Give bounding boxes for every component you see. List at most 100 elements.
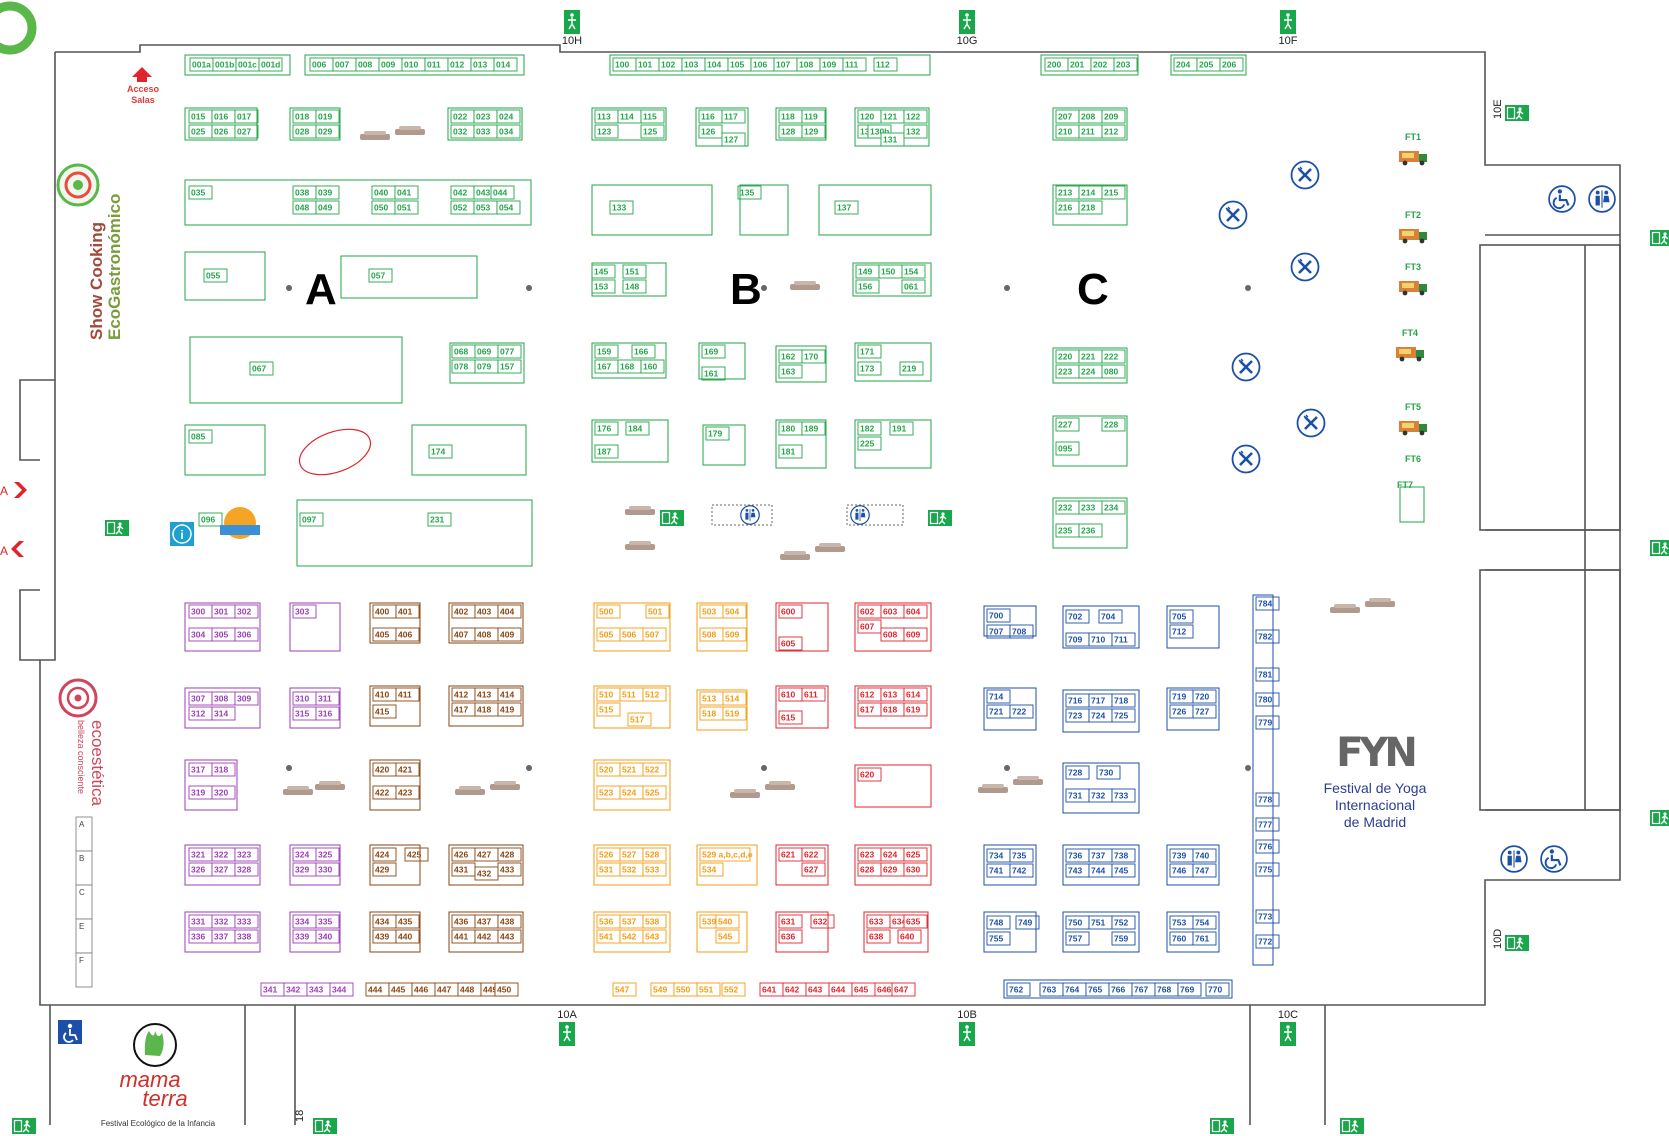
stand-402[interactable]: 402 — [451, 604, 476, 619]
stand-123[interactable]: 123 — [594, 124, 619, 139]
stand-061[interactable]: 061 — [901, 279, 926, 294]
stand-116[interactable]: 116 — [698, 109, 723, 124]
stand-337[interactable]: 337 — [211, 929, 236, 944]
stand-737[interactable]: 737 — [1088, 848, 1113, 863]
stand-436[interactable]: 436 — [451, 914, 476, 929]
stand-610[interactable]: 610 — [778, 687, 803, 702]
stand-001c[interactable]: 001c — [235, 57, 260, 72]
stand-232[interactable]: 232 — [1055, 500, 1080, 515]
stand-542[interactable]: 542 — [619, 929, 644, 944]
stand-342[interactable]: 342 — [283, 982, 308, 997]
stand-537[interactable]: 537 — [619, 914, 644, 929]
stand-105[interactable]: 105 — [727, 57, 752, 72]
stand-227[interactable]: 227 — [1055, 417, 1080, 432]
stand-210[interactable]: 210 — [1055, 124, 1080, 139]
stand-434[interactable]: 434 — [372, 914, 397, 929]
stand-100[interactable]: 100 — [612, 57, 637, 72]
stand-308[interactable]: 308 — [211, 691, 236, 706]
stand-549[interactable]: 549 — [650, 982, 675, 997]
stand-179[interactable]: 179 — [705, 426, 730, 441]
stand-121[interactable]: 121 — [880, 109, 905, 124]
side-booth-b[interactable]: B — [75, 850, 93, 886]
stand-728[interactable]: 728 — [1065, 765, 1090, 780]
stand-777[interactable]: 777 — [1255, 817, 1280, 832]
stand-411[interactable]: 411 — [395, 687, 420, 702]
stand-214[interactable]: 214 — [1078, 185, 1103, 200]
stand-551[interactable]: 551 — [696, 982, 721, 997]
stand-320[interactable]: 320 — [211, 785, 236, 800]
stand-326[interactable]: 326 — [188, 862, 213, 877]
stand-182[interactable]: 182 — [857, 421, 882, 436]
stand-702[interactable]: 702 — [1065, 609, 1090, 624]
stand-427[interactable]: 427 — [474, 847, 499, 862]
side-booth-e[interactable]: E — [75, 918, 93, 954]
stand-080[interactable]: 080 — [1101, 364, 1126, 379]
stand-322[interactable]: 322 — [211, 847, 236, 862]
stand-716[interactable]: 716 — [1065, 693, 1090, 708]
stand-107[interactable]: 107 — [773, 57, 798, 72]
side-booth-a[interactable]: A — [75, 816, 93, 852]
stand-039[interactable]: 039 — [315, 185, 340, 200]
stand-103[interactable]: 103 — [681, 57, 706, 72]
stand-708[interactable]: 708 — [1009, 624, 1034, 639]
stand-209[interactable]: 209 — [1101, 109, 1126, 124]
stand-625[interactable]: 625 — [903, 847, 928, 862]
stand-302[interactable]: 302 — [234, 604, 259, 619]
stand-736[interactable]: 736 — [1065, 848, 1090, 863]
stand-709[interactable]: 709 — [1065, 632, 1090, 647]
stand-028[interactable]: 028 — [292, 124, 317, 139]
stand-329[interactable]: 329 — [292, 862, 317, 877]
stand-750[interactable]: 750 — [1065, 915, 1090, 930]
stand-126[interactable]: 126 — [698, 124, 723, 139]
stand-163[interactable]: 163 — [778, 364, 803, 379]
stand-518[interactable]: 518 — [699, 706, 724, 721]
stand-428[interactable]: 428 — [497, 847, 522, 862]
stand-734[interactable]: 734 — [986, 848, 1011, 863]
stand-767[interactable]: 767 — [1131, 982, 1156, 997]
stand-445[interactable]: 445 — [388, 982, 413, 997]
stand-300[interactable]: 300 — [188, 604, 213, 619]
stand-335[interactable]: 335 — [315, 914, 340, 929]
stand-512[interactable]: 512 — [642, 687, 667, 702]
stand-319[interactable]: 319 — [188, 785, 213, 800]
stand-633[interactable]: 633 — [866, 914, 891, 929]
stand-447[interactable]: 447 — [434, 982, 459, 997]
stand-200[interactable]: 200 — [1044, 57, 1069, 72]
stand-341[interactable]: 341 — [260, 982, 285, 997]
stand-013[interactable]: 013 — [470, 57, 495, 72]
stand-417[interactable]: 417 — [451, 702, 476, 717]
stand-425[interactable]: 425 — [404, 847, 429, 862]
stand-782[interactable]: 782 — [1255, 629, 1280, 644]
stand-722[interactable]: 722 — [1009, 704, 1034, 719]
stand-778[interactable]: 778 — [1255, 792, 1280, 807]
stand-201[interactable]: 201 — [1067, 57, 1092, 72]
stand-012[interactable]: 012 — [447, 57, 472, 72]
stand-131[interactable]: 131 — [880, 132, 905, 147]
stand-401[interactable]: 401 — [395, 604, 420, 619]
stand-344[interactable]: 344 — [329, 982, 354, 997]
stand-422[interactable]: 422 — [372, 785, 397, 800]
stand-437[interactable]: 437 — [474, 914, 499, 929]
stand-085[interactable]: 085 — [188, 429, 213, 444]
stand-414[interactable]: 414 — [497, 687, 522, 702]
stand-133[interactable]: 133 — [609, 200, 634, 215]
stand-222[interactable]: 222 — [1101, 349, 1126, 364]
stand-543[interactable]: 543 — [642, 929, 667, 944]
stand-628[interactable]: 628 — [857, 862, 882, 877]
stand-101[interactable]: 101 — [635, 57, 660, 72]
stand-636[interactable]: 636 — [778, 929, 803, 944]
stand-439[interactable]: 439 — [372, 929, 397, 944]
stand-191[interactable]: 191 — [889, 421, 914, 436]
stand-033[interactable]: 033 — [473, 124, 498, 139]
stand-723[interactable]: 723 — [1065, 708, 1090, 723]
stand-517[interactable]: 517 — [627, 712, 652, 727]
stand-132[interactable]: 132 — [903, 124, 928, 139]
stand-418[interactable]: 418 — [474, 702, 499, 717]
stand-776[interactable]: 776 — [1255, 839, 1280, 854]
stand-225[interactable]: 225 — [857, 436, 882, 451]
stand-312[interactable]: 312 — [188, 706, 213, 721]
stand-067[interactable]: 067 — [249, 361, 274, 376]
stand-042[interactable]: 042 — [450, 185, 475, 200]
stand-125[interactable]: 125 — [640, 124, 665, 139]
stand-514[interactable]: 514 — [722, 691, 747, 706]
